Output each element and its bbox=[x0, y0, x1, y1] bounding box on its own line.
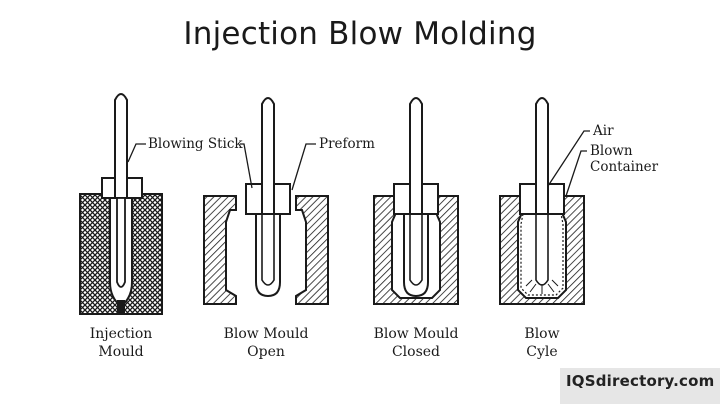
preform-leader bbox=[291, 143, 316, 191]
label-blown-container-line2: Container bbox=[590, 159, 659, 175]
caption-line2: Open bbox=[247, 344, 285, 360]
caption-injection-mould: Injection Mould bbox=[66, 325, 176, 361]
caption-line2: Mould bbox=[98, 344, 144, 360]
blow-mould-open-stage bbox=[203, 97, 329, 305]
caption-line1: Blow Mould bbox=[223, 326, 309, 342]
brand-watermark: IQSdirectory.com bbox=[566, 372, 715, 390]
caption-line1: Blow Mould bbox=[373, 326, 459, 342]
leader-lines bbox=[127, 130, 590, 197]
blow-mould-closed-stage bbox=[373, 97, 459, 305]
diagram-title: Injection Blow Molding bbox=[183, 16, 537, 52]
open-preform bbox=[255, 213, 281, 298]
air-flow-icon bbox=[525, 279, 559, 294]
closed-preform bbox=[403, 213, 429, 298]
blowing-stick-leader-b bbox=[240, 143, 253, 189]
open-mould-left-half bbox=[203, 195, 237, 305]
caption-line1: Blow bbox=[524, 326, 560, 342]
label-blowing-stick: Blowing Stick bbox=[148, 136, 243, 152]
open-blowing-stick bbox=[261, 97, 275, 215]
label-air: Air bbox=[593, 123, 614, 139]
injection-core-rod bbox=[116, 197, 126, 288]
blow-cycle-stage bbox=[499, 97, 585, 305]
label-preform: Preform bbox=[319, 136, 375, 152]
injection-nozzle bbox=[117, 300, 125, 314]
closed-blowing-stick bbox=[409, 97, 423, 215]
caption-line2: Closed bbox=[391, 344, 441, 360]
blowing-stick-leader-a bbox=[127, 143, 146, 163]
injection-blowing-stick bbox=[114, 93, 128, 199]
blow-blowing-stick bbox=[535, 97, 549, 215]
caption-line1: Injection bbox=[89, 326, 153, 342]
blown-container-leader bbox=[565, 150, 587, 197]
label-blown-container-line1: Blown bbox=[590, 143, 633, 159]
caption-line2: Cyle bbox=[526, 344, 558, 360]
air-leader bbox=[547, 130, 590, 187]
caption-blow-mould-open: Blow Mould Open bbox=[211, 325, 321, 361]
injection-mould-stage bbox=[79, 93, 163, 315]
caption-blow-mould-closed: Blow Mould Closed bbox=[361, 325, 471, 361]
brand-bar bbox=[560, 368, 720, 404]
open-mould-right-half bbox=[295, 195, 329, 305]
caption-blow-cycle: Blow Cyle bbox=[487, 325, 597, 361]
